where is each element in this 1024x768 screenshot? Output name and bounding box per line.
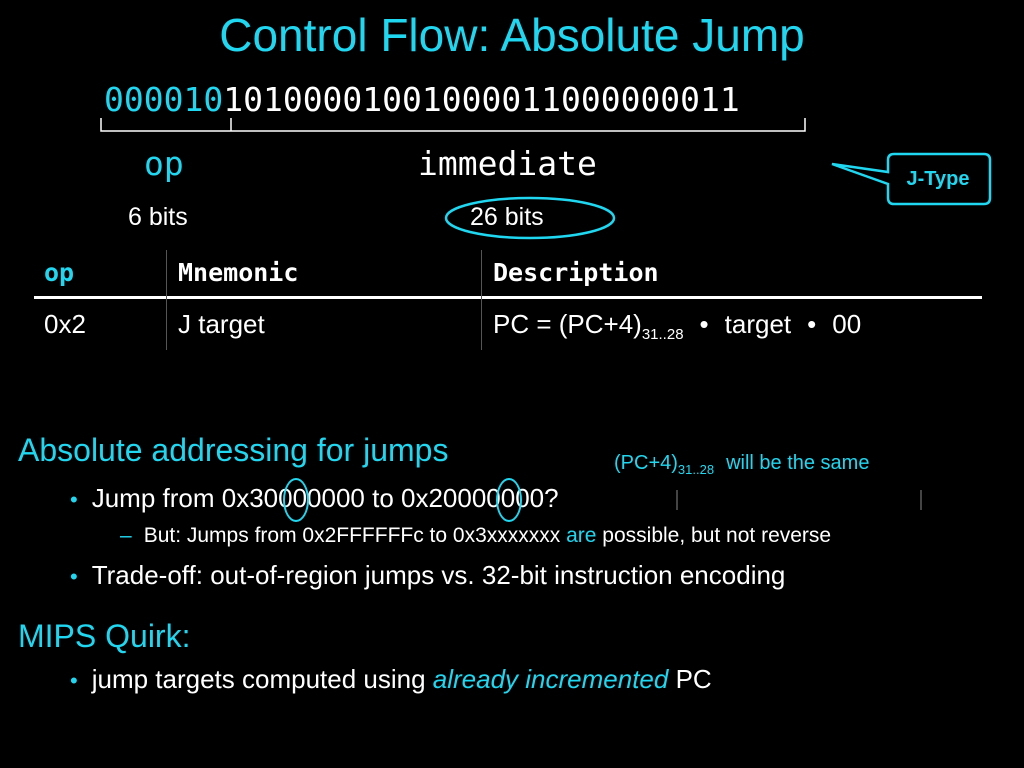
sub-bullet-text: But: Jumps from 0x2FFFFFFc to 0x3xxxxxxx [143,524,567,547]
bullet-text-end: PC [668,664,712,694]
bullet-trade-off: • Trade-off: out-of-region jumps vs. 32-b… [70,560,785,591]
concat-dot: • [807,309,817,339]
instruction-bits: 00001010100001001000011000000011 [104,80,740,119]
bullet-text: jump targets computed using [91,664,433,694]
table-cell-op: 0x2 [44,309,86,339]
table-header-rule [34,296,982,299]
concat-dot: • [699,309,709,339]
pc-note-suffix: will be the same [726,452,870,474]
desc-suffix: 00 [832,309,862,339]
slide-title: Control Flow: Absolute Jump [219,9,805,61]
bullet-text: Jump from 0x30000000 to 0x20000000? [91,483,559,513]
table-divider [481,250,482,350]
immediate-width-label: 26 bits [470,203,544,231]
bullet-dot: • [70,564,78,589]
highlight-circle-digit-3 [283,478,309,522]
table-header-description: Description [493,258,659,287]
table-header-op: op [44,258,75,287]
bullet-dot: • [70,487,78,512]
desc-prefix: PC = (PC+4) [493,309,642,339]
sub-bullet-possible-jumps: –But: Jumps from 0x2FFFFFFc to 0x3xxxxxx… [120,524,831,548]
j-type-callout-shape [831,152,992,206]
table-divider [166,250,167,350]
sub-bullet-text-end: possible, but not reverse [596,524,832,547]
highlight-circle-digit-2 [496,478,522,522]
op-field-bits: 000010 [104,80,224,119]
pc-note-subscript: 31..28 [677,462,715,477]
op-field-label: op [144,144,184,183]
table-cell-mnemonic: J target [178,309,265,339]
field-bracket [100,118,806,132]
immediate-field-bits: 10100001001000011000000011 [223,80,740,119]
op-width-label: 6 bits [128,203,188,231]
bullet-dot: • [70,668,78,693]
j-type-label: J-Type [906,168,970,190]
note-bracket [676,490,922,510]
bullet-text: Trade-off: out-of-region jumps vs. 32-bi… [91,560,786,590]
sub-bullet-emphasis: are [566,524,597,547]
desc-subscript: 31..28 [641,326,684,344]
highlight-ellipse [444,196,616,240]
immediate-field-label: immediate [418,144,597,183]
bullet-jump-targets: • jump targets computed using already inc… [70,664,712,695]
table-header-mnemonic: Mnemonic [178,258,299,287]
section-heading-mips-quirk: MIPS Quirk: [18,618,191,654]
bullet-jump-question: • Jump from 0x30000000 to 0x20000000? [70,483,559,514]
section-heading-absolute-addressing: Absolute addressing for jumps [18,432,449,468]
pc-note: (PC+4)31..28 will be the same [614,452,869,477]
pc-note-prefix: (PC+4) [614,452,678,474]
table-cell-description: PC = (PC+4)31..28 • target • 00 [493,309,861,343]
desc-target: target [724,309,792,339]
sub-bullet-dash: – [120,524,132,547]
bullet-emphasis: already incremented [432,664,669,694]
